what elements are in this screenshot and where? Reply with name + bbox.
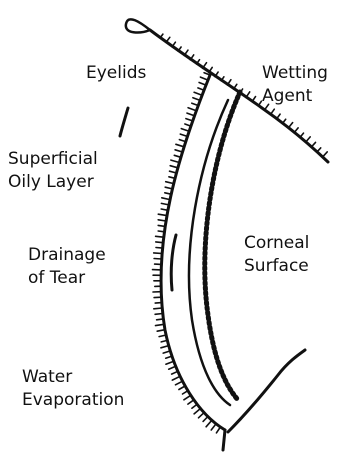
hatch-mark — [312, 142, 316, 146]
hatch-mark — [194, 409, 200, 414]
hatch-mark — [156, 242, 163, 243]
label-superficial-oily-layer: Superficial Oily Layer — [8, 148, 98, 194]
label-eyelids: Eyelids — [86, 62, 146, 85]
hatch-mark — [181, 129, 189, 132]
hatch-mark — [155, 303, 162, 304]
hatch-mark — [186, 119, 193, 121]
hatch-mark — [176, 144, 184, 147]
hatch-mark — [158, 225, 165, 226]
label-drainage-of-tear-line-1: Drainage — [28, 244, 106, 267]
hatch-mark — [174, 155, 181, 157]
hatch-mark — [185, 124, 191, 126]
hatch-mark — [192, 103, 198, 105]
hatch-mark — [198, 88, 204, 90]
hatch-mark — [306, 137, 310, 142]
hatch-mark — [289, 123, 293, 128]
hatch-mark — [179, 140, 185, 142]
hatch-mark — [216, 427, 220, 433]
hatch-mark — [188, 108, 196, 111]
label-corneal-surface-line-1: Corneal — [244, 232, 309, 255]
hatch-mark — [183, 391, 188, 394]
hatch-mark — [162, 198, 170, 200]
oily-layer-stroke — [120, 108, 128, 136]
label-drainage-of-tear: Drainage of Tear — [28, 244, 106, 290]
hatch-mark — [176, 381, 183, 385]
hatch-mark — [155, 314, 163, 315]
hatch-mark — [163, 351, 170, 353]
hatch-mark — [172, 376, 180, 380]
hatch-mark — [206, 420, 212, 427]
hatch-mark — [154, 308, 162, 309]
hatch-mark — [200, 77, 208, 80]
label-superficial-oily-layer-line-1: Superficial — [8, 148, 98, 171]
hatch-mark — [158, 231, 164, 232]
label-superficial-oily-layer-line-2: Oily Layer — [8, 171, 98, 194]
label-wetting-agent-line-2: Agent — [262, 85, 328, 108]
hatch-mark — [317, 148, 321, 152]
hatch-mark — [184, 395, 191, 400]
hatch-mark — [180, 134, 187, 136]
hatch-mark — [166, 361, 174, 364]
label-wetting-agent: Wetting Agent — [262, 62, 328, 108]
hatch-mark — [161, 346, 169, 348]
label-water-evaporation-line-2: Evaporation — [22, 389, 124, 412]
label-eyelids-line-1: Eyelids — [86, 62, 146, 85]
eyelid-tip — [126, 19, 150, 32]
hatch-mark — [211, 424, 216, 430]
hatch-mark — [199, 413, 205, 418]
hatch-mark — [158, 214, 167, 215]
label-water-evaporation: Water Evaporation — [22, 366, 124, 412]
hatch-mark — [277, 114, 280, 119]
hatch-mark — [154, 253, 162, 254]
hatch-mark — [179, 386, 185, 390]
hatch-mark — [166, 182, 174, 184]
hatch-mark — [171, 160, 179, 162]
label-corneal-surface: Corneal Surface — [244, 232, 309, 278]
hatch-mark — [154, 259, 162, 260]
hatch-mark — [192, 404, 197, 408]
hatch-mark — [170, 166, 178, 168]
hatch-mark — [203, 417, 208, 422]
hatch-mark — [156, 236, 164, 237]
hatch-mark — [323, 152, 328, 157]
hatch-mark — [300, 133, 303, 137]
hatch-mark — [169, 366, 176, 369]
hatch-mark — [271, 109, 275, 114]
tear-film-arc — [189, 100, 230, 405]
label-drainage-of-tear-line-2: of Tear — [28, 267, 106, 290]
bottom-tail — [223, 430, 225, 450]
hatch-mark — [187, 113, 194, 116]
label-water-evaporation-line-1: Water — [22, 366, 124, 389]
hatch-mark — [193, 98, 200, 101]
hatch-mark — [295, 128, 299, 132]
drainage-stroke — [171, 235, 176, 290]
label-wetting-agent-line-1: Wetting — [262, 62, 328, 85]
hatch-mark — [156, 248, 163, 249]
hatch-mark — [188, 400, 194, 404]
hatch-mark — [194, 92, 202, 95]
lower-eyelid-line — [228, 350, 305, 432]
hatch-mark — [157, 319, 164, 320]
label-corneal-surface-line-2: Surface — [244, 255, 309, 278]
hatch-mark — [175, 150, 182, 152]
corneal-surface-arc — [205, 92, 240, 400]
